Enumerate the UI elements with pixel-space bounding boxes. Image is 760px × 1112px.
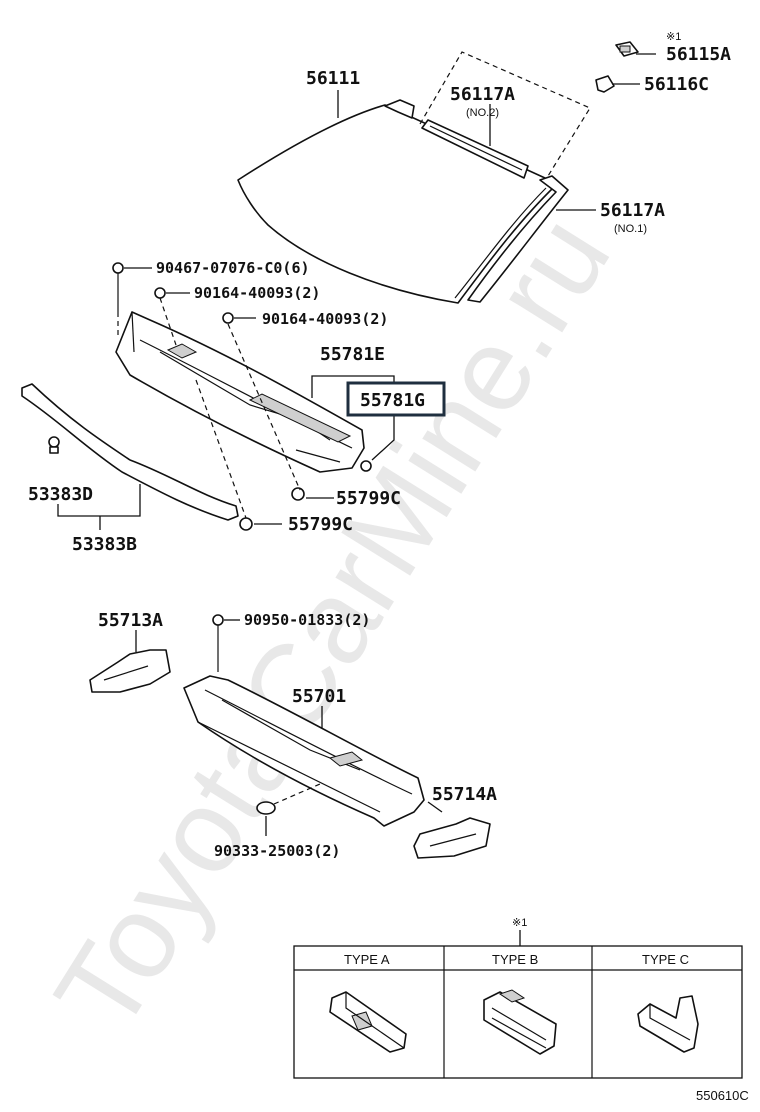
label-55781g: 55781G <box>360 390 425 411</box>
table-mark: ※1 <box>512 917 527 929</box>
table-header-type-a: TYPE A <box>344 952 390 967</box>
label-90164-a: 90164-40093(2) <box>194 284 320 302</box>
label-clip-mark: ※1 <box>666 31 681 43</box>
clip-type-c-icon <box>637 995 699 1053</box>
clip-55799c-c-icon[interactable] <box>239 517 253 531</box>
clip-type-b-icon <box>483 989 557 1055</box>
label-55781e: 55781E <box>320 344 385 365</box>
label-55799c-a: 55799C <box>336 488 401 509</box>
side-extension-55714a[interactable] <box>413 817 491 859</box>
label-no1-note: (NO.1) <box>614 223 647 235</box>
side-extension-55713a[interactable] <box>89 649 171 693</box>
label-53383d: 53383D <box>28 484 93 505</box>
clip-53383d-icon[interactable] <box>48 436 60 454</box>
label-no2-note: (NO.2) <box>466 107 499 119</box>
clip-55799c-b-icon[interactable] <box>291 487 305 501</box>
plug-90333-icon[interactable] <box>256 801 276 815</box>
clip-55799c-a-icon[interactable] <box>360 460 372 472</box>
label-56111: 56111 <box>306 68 360 89</box>
side-molding-no1[interactable] <box>467 175 569 303</box>
clip-56115a[interactable] <box>615 41 639 57</box>
label-90950: 90950-01833(2) <box>244 611 370 629</box>
table-header-type-b: TYPE B <box>492 952 538 967</box>
highlight-box <box>346 381 446 417</box>
label-55701: 55701 <box>292 686 346 707</box>
label-90467: 90467-07076-C0(6) <box>156 259 310 277</box>
screw-90467-icon[interactable] <box>112 262 124 312</box>
label-56117a-no2: 56117A <box>450 84 515 105</box>
label-56116c: 56116C <box>644 74 709 95</box>
nut-90950-icon[interactable] <box>212 614 224 672</box>
diagram-code: 550610C <box>696 1088 749 1103</box>
clip-type-a-icon <box>329 991 407 1053</box>
label-55713a: 55713A <box>98 610 163 631</box>
label-56115a: 56115A <box>666 44 731 65</box>
bolt-90164-b-icon[interactable] <box>222 312 234 324</box>
molding-no2[interactable] <box>421 119 529 179</box>
label-53383b: 53383B <box>72 534 137 555</box>
cowl-top-panel[interactable] <box>183 675 425 827</box>
upper-molding[interactable] <box>384 99 415 119</box>
label-55714a: 55714A <box>432 784 497 805</box>
bolt-90164-a-icon[interactable] <box>154 287 166 299</box>
cowl-louver[interactable] <box>115 311 365 473</box>
table-header-type-c: TYPE C <box>642 952 689 967</box>
label-90333: 90333-25003(2) <box>214 842 340 860</box>
label-55799c-b: 55799C <box>288 514 353 535</box>
hood-seal[interactable] <box>21 383 239 521</box>
clip-56116c[interactable] <box>595 75 615 93</box>
label-56117a-no1: 56117A <box>600 200 665 221</box>
label-90164-b: 90164-40093(2) <box>262 310 388 328</box>
